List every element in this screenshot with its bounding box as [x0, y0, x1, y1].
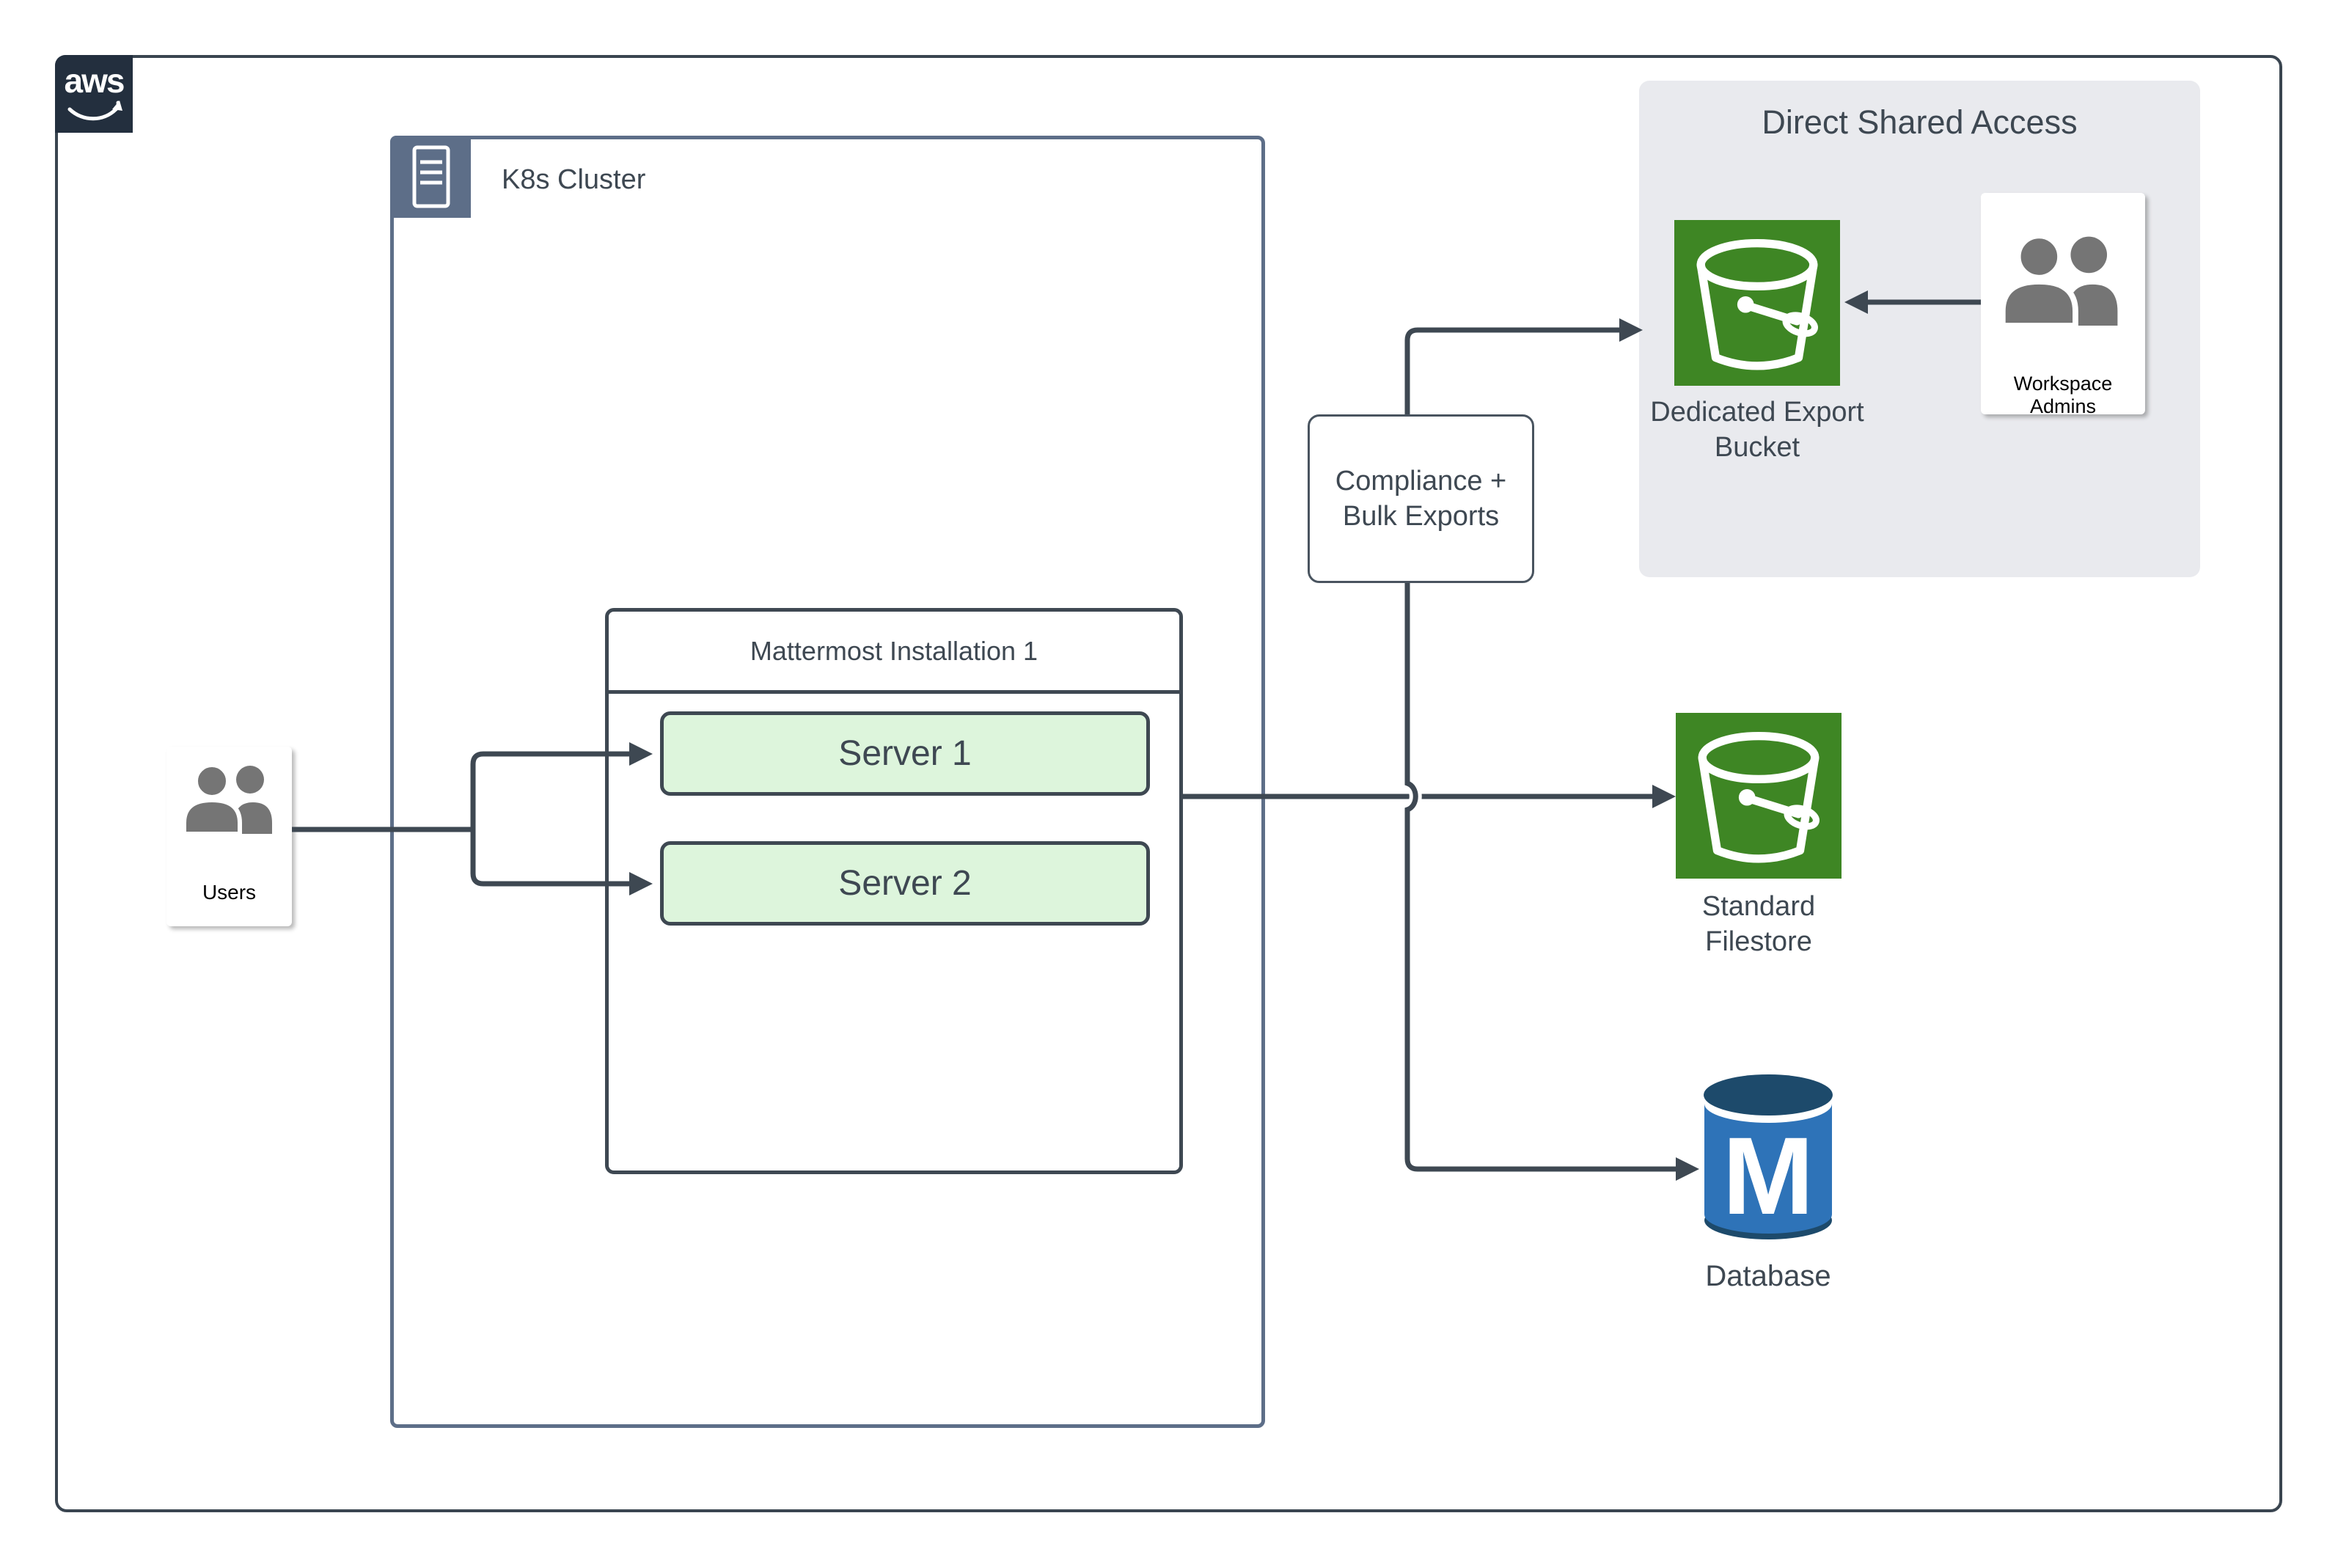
mattermost-installation-title: Mattermost Installation 1 — [609, 612, 1179, 694]
server-2-node: Server 2 — [660, 841, 1150, 926]
database-label: Database — [1705, 1260, 1831, 1292]
s3-bucket-icon — [1674, 220, 1840, 386]
workspace-admins-icon — [2001, 235, 2125, 326]
compliance-label-line2: Bulk Exports — [1342, 501, 1500, 532]
users-label: Users — [202, 881, 257, 904]
direct-shared-access-title: Direct Shared Access — [1762, 103, 2078, 141]
workspace-admins-node: Workspace Admins — [1981, 193, 2145, 417]
s3-bucket-icon — [1676, 713, 1842, 879]
server-rack-icon — [412, 145, 450, 208]
users-icon — [183, 764, 278, 834]
compliance-label-line1: Compliance + — [1335, 466, 1507, 497]
dedicated-export-bucket-label: Dedicated Export Bucket — [1650, 397, 1864, 463]
standard-filestore-label: Standard Filestore — [1701, 891, 1816, 957]
aws-smile-icon — [67, 100, 122, 121]
compliance-bulk-exports-node: Compliance + Bulk Exports — [1308, 414, 1534, 583]
k8s-cluster-box — [390, 136, 1265, 1428]
users-node: Users — [166, 747, 292, 926]
dedicated-export-bucket-node — [1674, 220, 1840, 386]
database-monogram: M — [1723, 1114, 1814, 1237]
aws-boundary — [55, 55, 2282, 1512]
database-cylinder-icon: M — [1704, 1074, 1833, 1239]
server-1-node: Server 1 — [660, 711, 1150, 796]
k8s-cluster-icon — [390, 136, 471, 218]
aws-logo-text: aws — [64, 62, 125, 100]
workspace-admins-label: Workspace Admins — [2013, 373, 2113, 417]
k8s-cluster-label: K8s Cluster — [502, 164, 646, 195]
standard-filestore-node — [1676, 713, 1842, 879]
aws-logo: aws — [55, 55, 133, 133]
